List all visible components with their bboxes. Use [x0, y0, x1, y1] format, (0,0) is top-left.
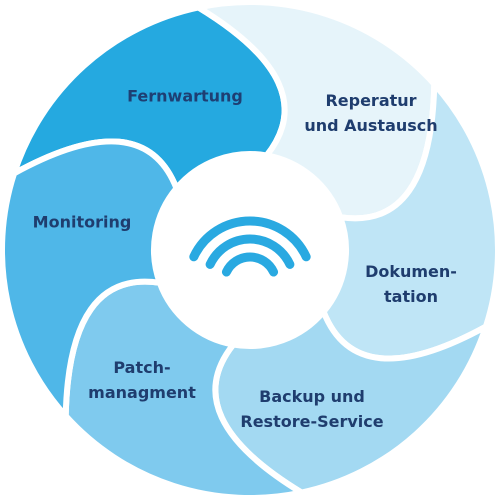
segment-label-line: Monitoring [32, 212, 132, 232]
wifi-icon [189, 216, 311, 277]
segment-label-line: Restore-Service [240, 412, 384, 431]
segment-label-line: Reperatur [325, 91, 417, 110]
segment-label-reperatur: Reperatur und Austausch [304, 88, 437, 138]
segment-label-line: Patch- [113, 358, 171, 377]
segment-label-line: und Austausch [304, 116, 438, 135]
segment-label-backup: Backup und Restore-Service [240, 384, 383, 434]
segment-label-line: managment [88, 383, 196, 402]
wifi-arc [221, 252, 279, 277]
segment-label-fernwartung: Fernwartung [127, 84, 243, 109]
segment-label-monitoring: Monitoring [33, 210, 132, 235]
segment-label-line: Fernwartung [127, 86, 243, 106]
segment-label-line: tation [384, 287, 438, 306]
wifi-arc [189, 216, 311, 262]
segment-label-line: Backup und [259, 387, 365, 406]
segment-label-dokumentation: Dokumen- tation [365, 259, 457, 309]
center-disc [152, 152, 348, 348]
wifi-arc [205, 234, 295, 269]
segment-label-line: Dokumen- [365, 262, 457, 281]
segment-label-patch: Patch- managment [88, 355, 196, 405]
